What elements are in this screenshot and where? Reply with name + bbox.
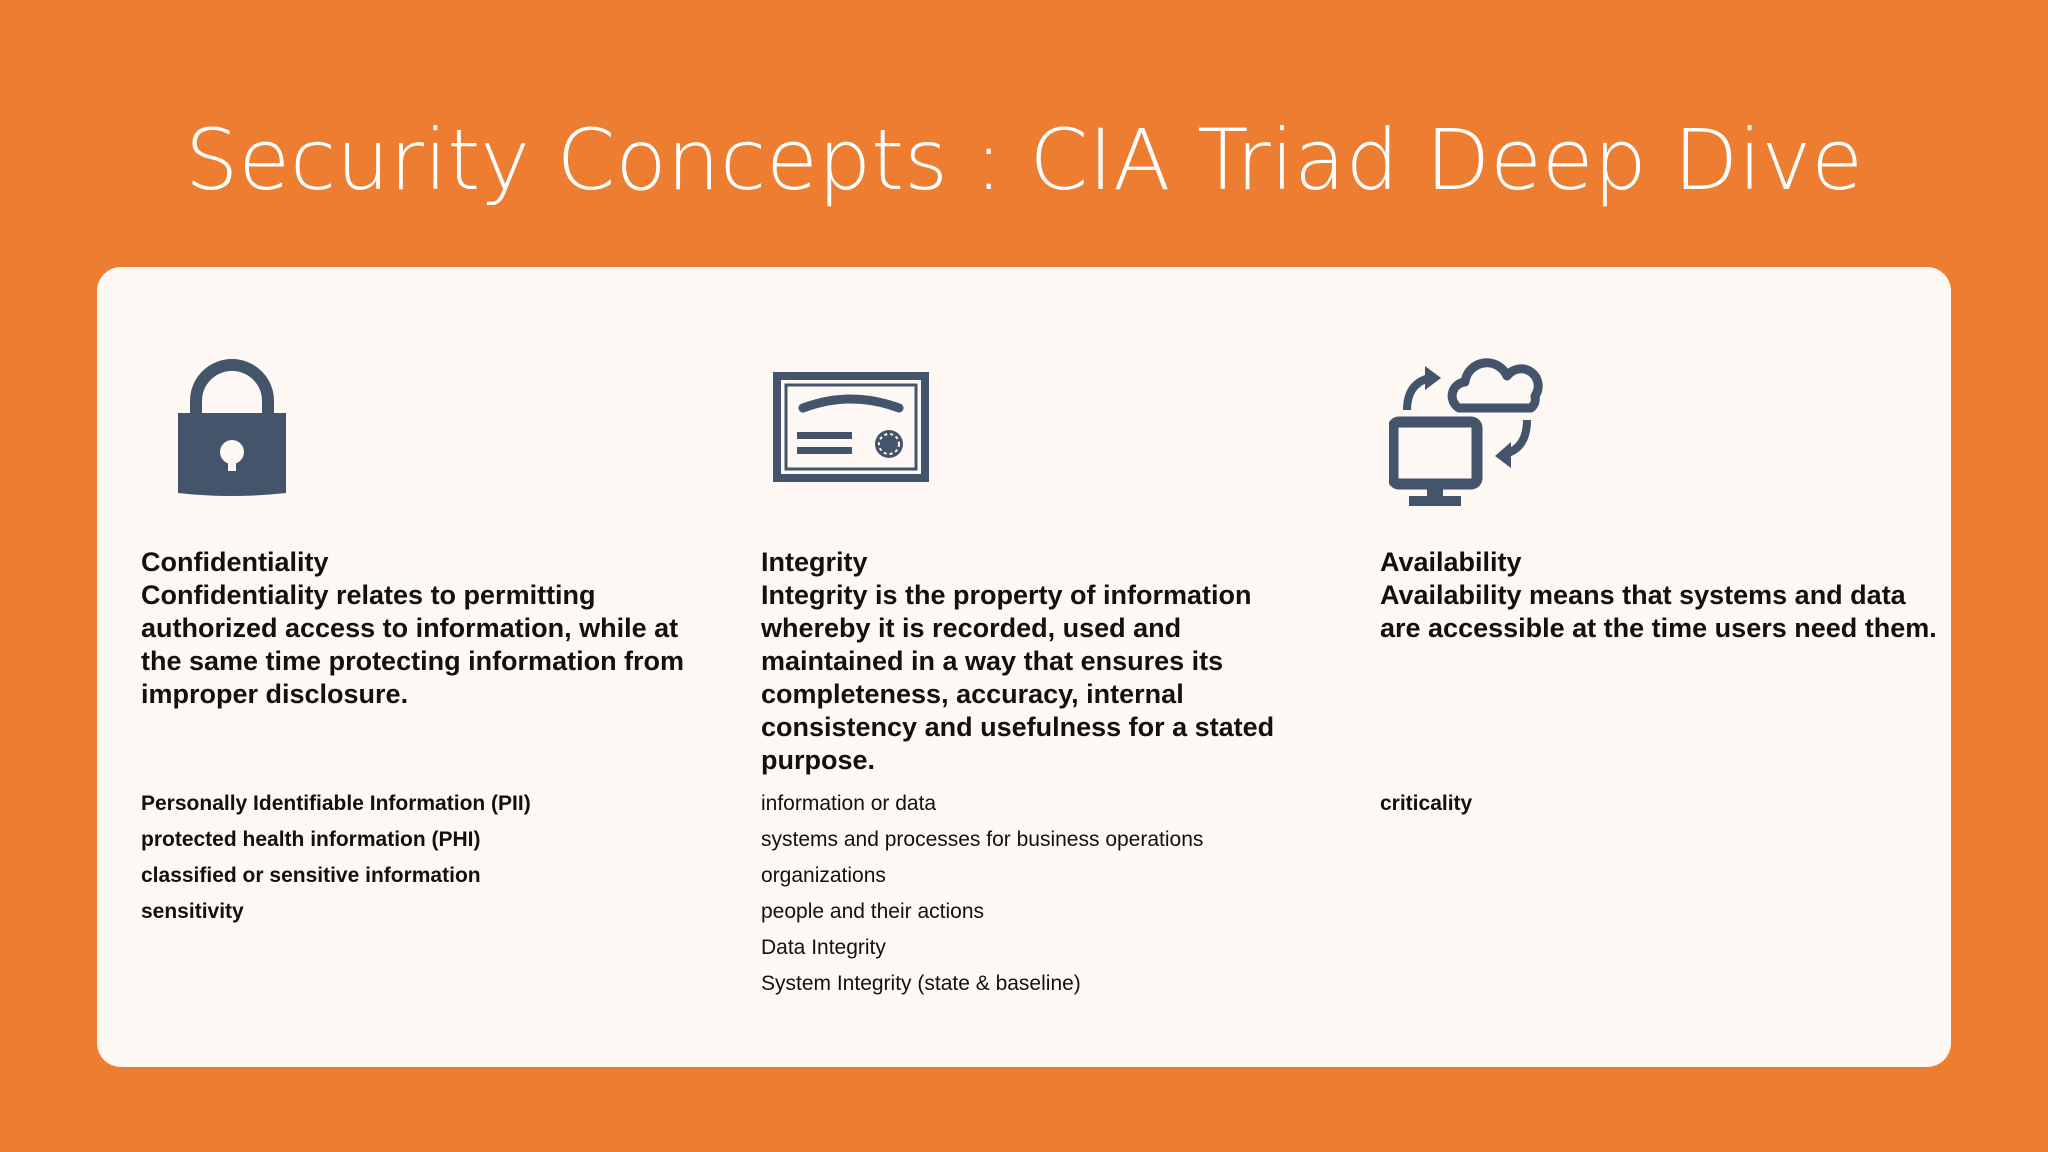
confidentiality-list: Personally Identifiable Information (PII…	[141, 786, 701, 930]
slide-title: Security Concepts : CIA Triad Deep Dive	[185, 111, 1863, 209]
list-item: systems and processes for business opera…	[761, 828, 1204, 851]
list-item: organizations	[761, 864, 886, 887]
list-item: criticality	[1380, 792, 1473, 815]
confidentiality-text: Confidentiality Confidentiality relates …	[141, 546, 701, 711]
integrity-list: information or data systems and processe…	[761, 786, 1321, 1002]
integrity-description: Integrity is the property of information…	[761, 580, 1275, 775]
integrity-heading: Integrity	[761, 547, 868, 577]
list-item: protected health information (PHI)	[141, 828, 481, 851]
cloud-computer-sync-icon	[1389, 346, 1554, 510]
availability-text: Availability Availability means that sys…	[1380, 546, 1940, 645]
list-item: Data Integrity	[761, 936, 886, 959]
certificate-icon	[773, 372, 929, 482]
confidentiality-heading: Confidentiality	[141, 547, 329, 577]
list-item: sensitivity	[141, 900, 244, 923]
list-item: information or data	[761, 792, 937, 815]
availability-description: Availability means that systems and data…	[1380, 580, 1937, 643]
lock-icon	[176, 355, 288, 497]
content-card: Confidentiality Confidentiality relates …	[97, 267, 1951, 1067]
list-item: people and their actions	[761, 900, 984, 923]
availability-list: criticality	[1380, 786, 1940, 822]
confidentiality-description: Confidentiality relates to permitting au…	[141, 580, 685, 709]
list-item: System Integrity (state & baseline)	[761, 972, 1081, 995]
list-item: Personally Identifiable Information (PII…	[141, 792, 531, 815]
integrity-text: Integrity Integrity is the property of i…	[761, 546, 1321, 777]
list-item: classified or sensitive information	[141, 864, 481, 887]
availability-heading: Availability	[1380, 547, 1522, 577]
